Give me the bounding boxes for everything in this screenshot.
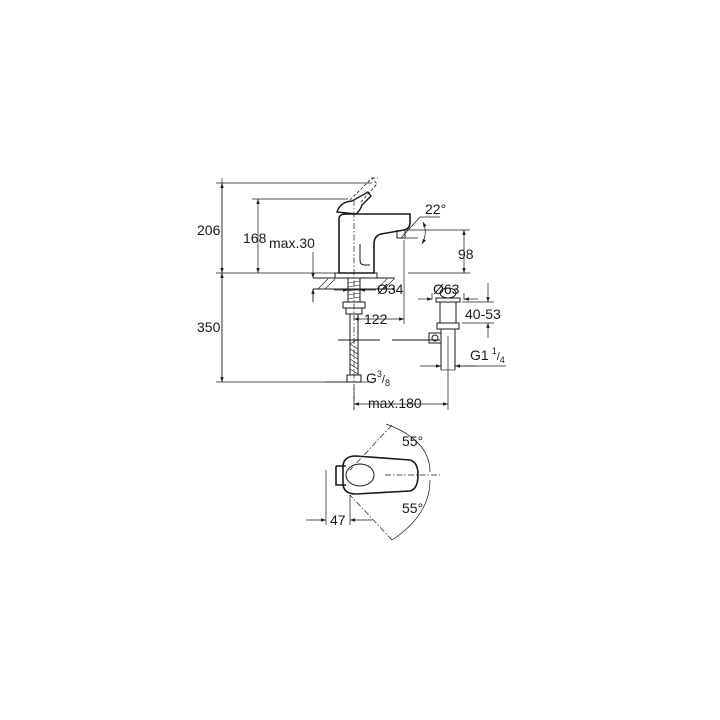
dim-350-label: 350: [197, 319, 221, 335]
waste-thread-prefix: G1: [470, 347, 489, 363]
connection-prefix: G: [366, 370, 377, 386]
faucet-top-view: 55° 55°: [335, 423, 440, 541]
connection-denominator: 8: [385, 378, 390, 388]
dim-122-label: 122: [364, 311, 388, 327]
dim-40-53-label: 40-53: [465, 306, 501, 322]
waste-fitting: [428, 287, 461, 371]
dim-lever-angle: 22°: [400, 201, 446, 245]
dim-max-distance: max.180: [353, 336, 449, 411]
dim-aerator-height: 98: [405, 229, 474, 274]
connection-numerator: 3: [377, 369, 382, 379]
dim-55deg-bottom-label: 55°: [402, 500, 423, 516]
connection-g-label: G3/8: [366, 369, 390, 388]
dim-206-label: 206: [197, 222, 221, 238]
dim-o63-label: Ø63: [433, 281, 460, 297]
dim-168-label: 168: [243, 230, 267, 246]
dim-waste-thickness: 40-53: [462, 283, 501, 338]
dim-max-deck: max.30: [269, 235, 315, 302]
dim-spout-height: 168: [243, 198, 348, 273]
dim-lever-offset: 47: [306, 470, 372, 528]
waste-thread-denominator: 4: [500, 355, 505, 365]
dim-98-label: 98: [458, 246, 474, 262]
dim-55deg-top-label: 55°: [402, 433, 423, 449]
dim-connection: G3/8: [325, 369, 390, 388]
dim-47-label: 47: [330, 512, 346, 528]
dim-22deg-label: 22°: [425, 201, 446, 217]
dim-o34-label: Ø34: [377, 281, 404, 297]
faucet-side-view: [313, 177, 440, 383]
dim-max180-label: max.180: [368, 395, 422, 411]
dim-waste-diameter: Ø63: [418, 281, 478, 301]
waste-thread-numerator: 1: [492, 346, 497, 356]
dim-spout-reach: 122: [353, 200, 405, 410]
dim-max30-label: max.30: [269, 235, 315, 251]
